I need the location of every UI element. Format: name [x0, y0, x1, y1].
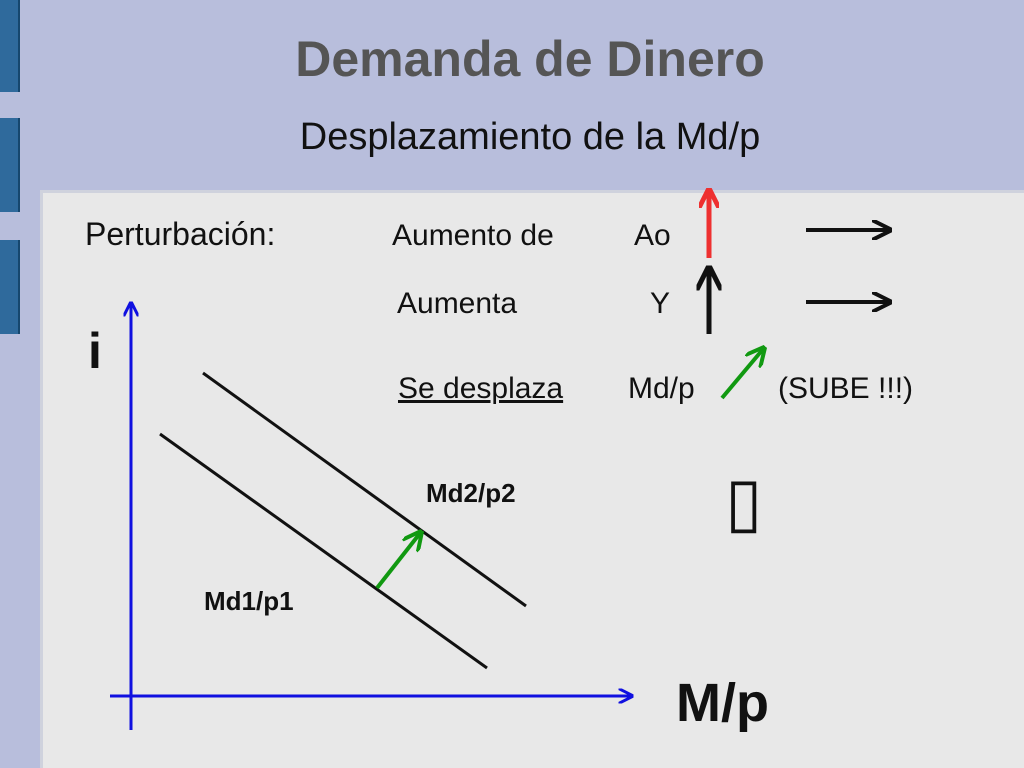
row1-text: Aumento de [392, 219, 554, 252]
row2-text: Aumenta [397, 287, 518, 320]
side-tab-3 [0, 240, 20, 334]
perturbation-label-text: Perturbación [85, 216, 267, 252]
x-axis-label: M/p [676, 673, 769, 733]
slide-subtitle: Desplazamiento de la Md/p [299, 116, 761, 158]
curve2-label: Md2/p2 [426, 478, 516, 508]
curve1-label: Md1/p1 [204, 586, 294, 616]
side-tab-2 [0, 118, 20, 212]
row2-var: Y [650, 287, 671, 320]
curve-md2-p2 [202, 371, 527, 608]
row3-var: Md/p [628, 372, 695, 405]
shift-arrow [375, 532, 421, 590]
placeholder-symbol: ▯ [725, 464, 763, 540]
row3-note: (SUBE !!!) [778, 372, 914, 405]
slide-title: Demanda de Dinero [295, 31, 765, 87]
perturbation-label: Perturbación: [85, 218, 275, 250]
side-tab-1 [0, 0, 20, 92]
md-up-arrow [720, 348, 764, 400]
y-axis-label: i [88, 323, 102, 379]
row3-text: Se desplaza [398, 372, 564, 405]
curve-md1-p1 [159, 432, 488, 670]
perturbation-colon: : [266, 216, 276, 252]
content-panel [40, 190, 1024, 768]
row1-var: Ao [634, 219, 671, 252]
